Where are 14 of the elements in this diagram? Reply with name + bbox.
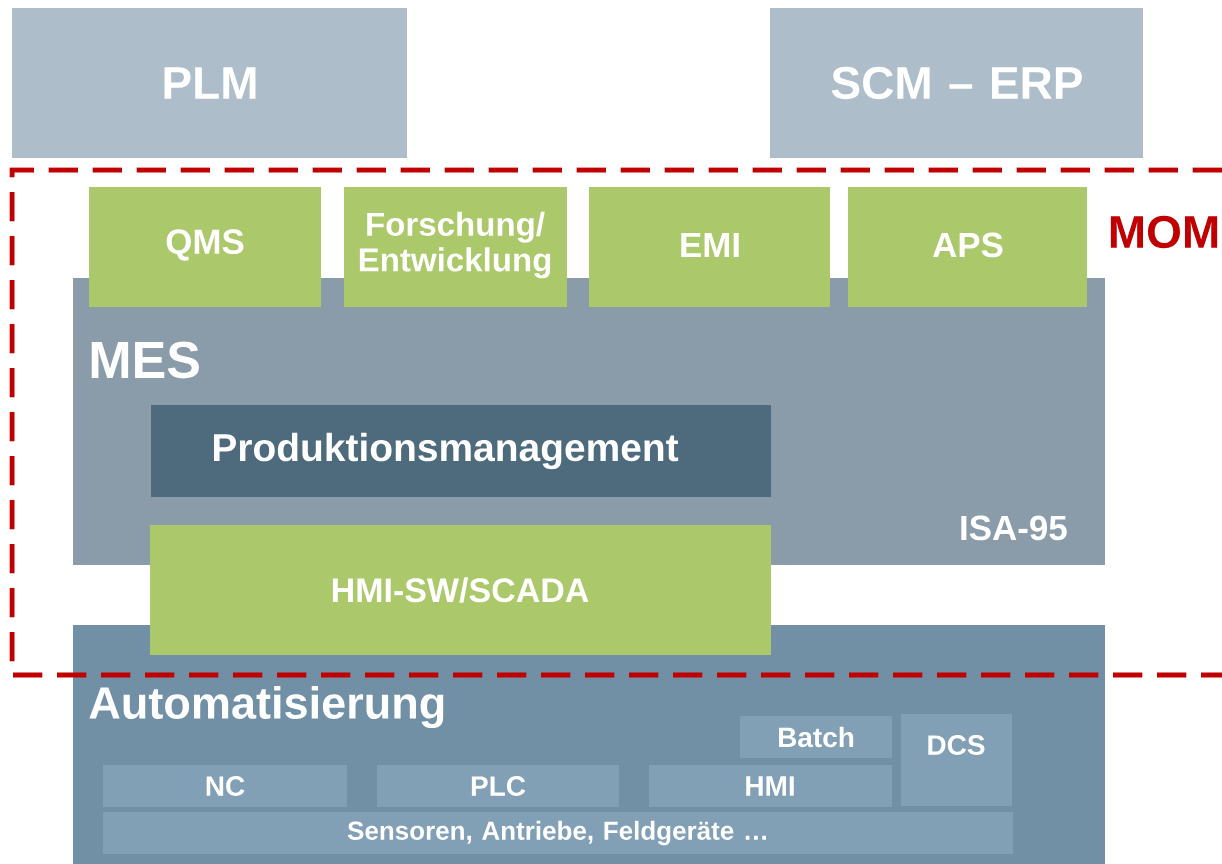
component-box: Batch bbox=[740, 716, 892, 758]
module-box: APS bbox=[848, 187, 1087, 307]
component-box: DCS bbox=[901, 714, 1012, 806]
module-box: Forschung/ Entwicklung bbox=[344, 187, 567, 307]
component-box: NC bbox=[103, 765, 347, 807]
system-box: SCM – ERP bbox=[770, 8, 1143, 158]
module-box: Produktionsmanagement bbox=[151, 405, 771, 497]
component-box: Sensoren, Antriebe, Feldgeräte … bbox=[103, 812, 1013, 854]
module-box: HMI-SW/SCADA bbox=[150, 525, 771, 655]
component-box: PLC bbox=[377, 765, 619, 807]
module-box: EMI bbox=[589, 187, 830, 307]
component-box: HMI bbox=[649, 765, 892, 807]
module-box: QMS bbox=[89, 187, 321, 307]
system-box: PLM bbox=[12, 8, 407, 158]
